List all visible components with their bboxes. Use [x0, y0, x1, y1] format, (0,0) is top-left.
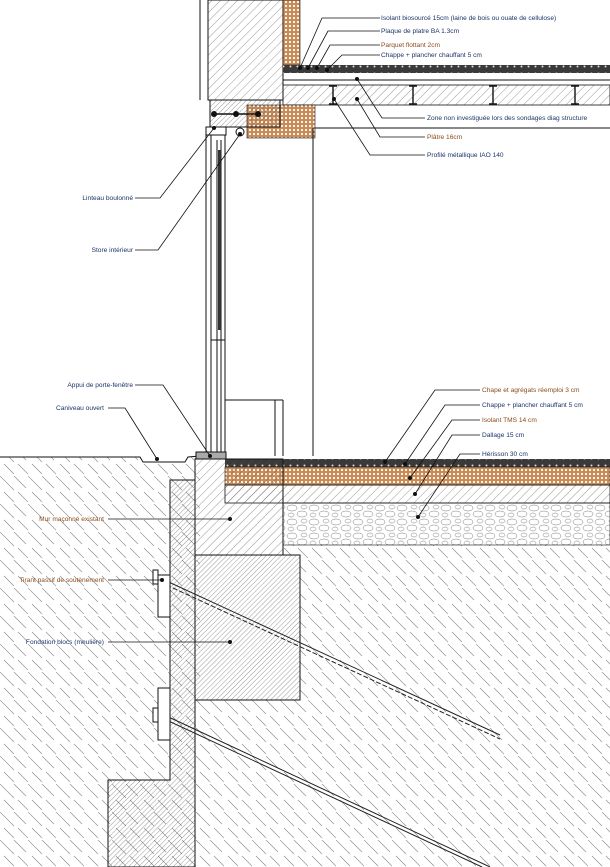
- window-frame: [205, 126, 227, 452]
- label-caniveau: Caniveau ouvert: [56, 405, 104, 412]
- lower-screed: [225, 459, 610, 467]
- label-isolant-tms: Isolant TMS 14 cm: [482, 417, 537, 424]
- upper-masonry-wall: [207, 0, 284, 101]
- label-mur: Mur maçonné existant: [39, 516, 104, 523]
- existing-masonry-wall: [194, 458, 284, 556]
- label-chape-agregats: Chape et agrégats réemploi 3 cm: [482, 387, 580, 394]
- ground-soil-right: [195, 545, 610, 867]
- label-platre: Plâtre 16cm: [427, 134, 463, 141]
- retaining-wall: [107, 479, 196, 867]
- label-herisson: Hérisson 30 cm: [482, 451, 528, 458]
- upper-plaster-beam-layer: [282, 84, 610, 106]
- label-appui: Appui de porte-fenêtre: [67, 382, 133, 389]
- anchor-plates: [152, 569, 171, 741]
- tie-rods: [159, 577, 501, 867]
- foundation-blocks: [194, 554, 301, 701]
- label-tirant: Tirant passif de soutènement: [19, 577, 104, 584]
- interior-bench: [225, 399, 284, 456]
- label-zone-non-investiguee: Zone non investiguée lors des sondages d…: [427, 115, 588, 122]
- upper-screed: [283, 65, 610, 73]
- label-chappe-haut: Chappe + plancher chauffant 5 cm: [381, 52, 482, 59]
- leader-dots: [155, 66, 420, 644]
- blind: [218, 150, 221, 330]
- label-profile: Profilé métallique IAO 140: [427, 152, 504, 159]
- label-parquet: Parquet flottant 2cm: [381, 42, 441, 49]
- label-dallage: Dallage 15 cm: [482, 432, 525, 439]
- herisson-gravel: [282, 502, 610, 546]
- upper-wall-insulation: [282, 0, 301, 66]
- label-store: Store intérieur: [92, 247, 134, 254]
- i-beams: [329, 85, 579, 105]
- label-fondation: Fondation blocs (meulière): [26, 639, 104, 646]
- ground-line: [0, 455, 201, 463]
- label-chappe-bas: Chappe + plancher chauffant 5 cm: [482, 402, 583, 409]
- ground-soil: [0, 456, 200, 867]
- label-plaque-platre: Plaque de platre BA 1.3cm: [381, 28, 460, 35]
- leader-lines: [108, 17, 480, 643]
- label-linteau: Linteau boulonné: [82, 195, 133, 202]
- label-isolant-biosource: Isolant biosourcé 15cm (laine de bois ou…: [381, 15, 556, 22]
